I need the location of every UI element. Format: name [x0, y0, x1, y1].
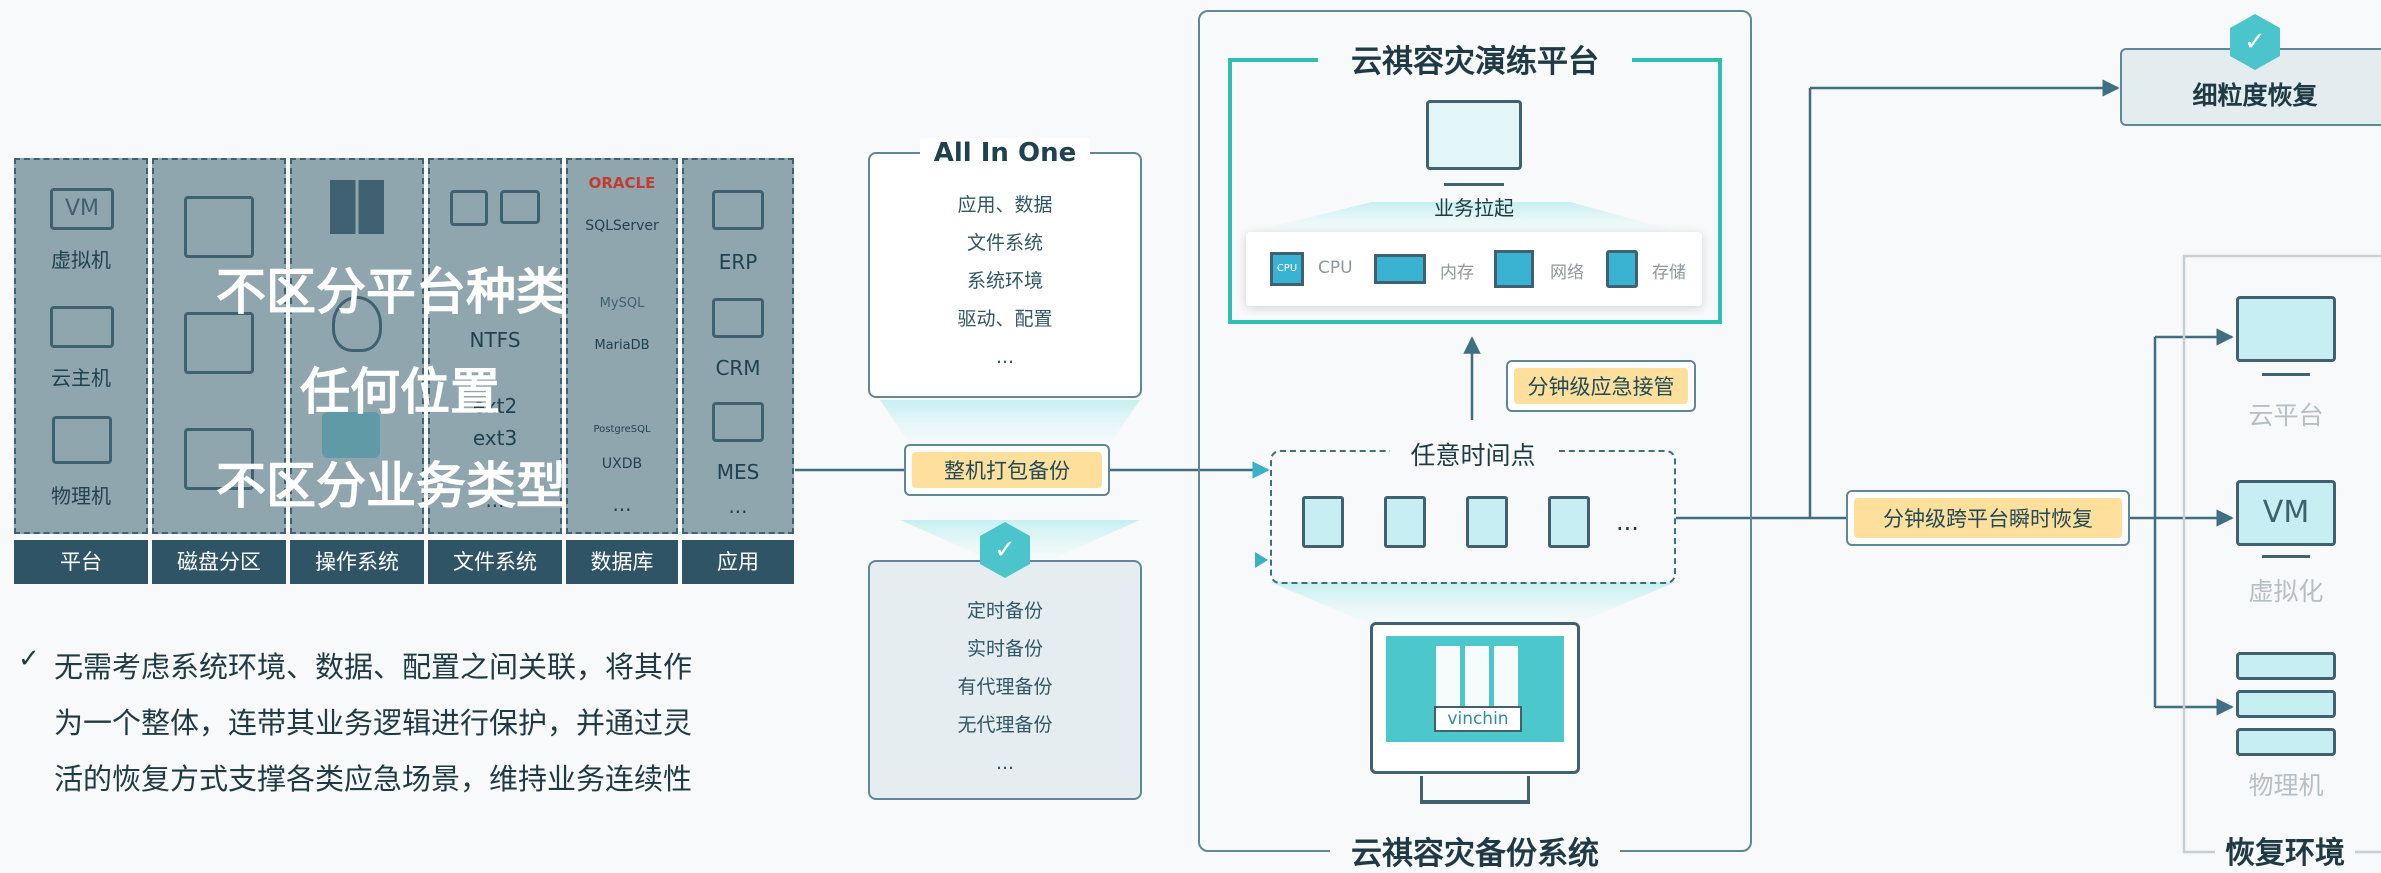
- column-db: [566, 158, 678, 534]
- server-icon: [52, 416, 112, 464]
- snapshot-icon: [1548, 496, 1590, 548]
- db-postgresql: PostgreSQL: [593, 424, 651, 435]
- monitor-icon: [712, 190, 764, 230]
- footer-disk: 磁盘分区: [152, 540, 286, 584]
- description-line-2: 为一个整体，连带其业务逻辑进行保护，并通过灵: [54, 706, 693, 740]
- vm-icon: VM: [50, 188, 114, 230]
- restore-target-physical: 物理机: [2248, 771, 2324, 800]
- overlay-line-2: 任何位置: [300, 363, 500, 421]
- fs-ntfs: NTFS: [469, 328, 521, 352]
- cloud-platform-icon: [2236, 296, 2336, 362]
- image-icon: [500, 190, 540, 224]
- db-sqlserver: SQLServer: [585, 218, 659, 234]
- footer-os: 操作系统: [290, 540, 424, 584]
- server-icon: [2236, 652, 2336, 680]
- monitor-icon: [712, 402, 764, 442]
- backup-modes-box: 定时备份 实时备份 有代理备份 无代理备份 ...: [868, 560, 1142, 800]
- resource-network: 网络: [1550, 263, 1584, 283]
- fine-restore-label: 细粒度恢复: [2192, 81, 2318, 110]
- windows-icon: [330, 180, 384, 234]
- backup-mode-item: ...: [995, 752, 1015, 774]
- restore-target-cloud: 云平台: [2248, 401, 2324, 430]
- virtualization-icon: VM: [2236, 480, 2336, 546]
- db-mysql: MySQL: [599, 296, 645, 311]
- monitor-icon: [1426, 100, 1522, 170]
- db-mariadb: MariaDB: [594, 338, 650, 353]
- vinchin-logo: vinchin: [1434, 706, 1522, 732]
- all-in-one-item: 驱动、配置: [957, 308, 1053, 330]
- restore-target-virtualization: 虚拟化: [2248, 577, 2324, 606]
- cloud-host-icon: [50, 306, 114, 348]
- description-line-1: 无需考虑系统环境、数据、配置之间关联，将其作: [54, 650, 693, 684]
- overlay-line-1: 不区分平台种类: [216, 263, 566, 321]
- footer-platform: 平台: [14, 540, 148, 584]
- memory-icon: [1374, 254, 1426, 284]
- snapshot-icon: [1302, 496, 1344, 548]
- all-in-one-title: All In One: [920, 138, 1090, 168]
- network-icon: [1494, 250, 1534, 288]
- disk-icon: [184, 196, 254, 258]
- system-icon: [322, 412, 380, 458]
- footer-db: 数据库: [566, 540, 678, 584]
- server-icon: [2236, 728, 2336, 756]
- business-start-label: 业务拉起: [1434, 196, 1514, 220]
- monitor-stand: [2262, 548, 2310, 558]
- drill-platform-title: 云祺容灾演练平台: [1318, 36, 1632, 81]
- cpu-icon: CPU: [1270, 252, 1304, 286]
- all-in-one-box: 应用、数据 文件系统 系统环境 驱动、配置 ...: [868, 152, 1142, 398]
- db-more: ...: [612, 492, 632, 516]
- db-oracle: ORACLE: [588, 174, 656, 192]
- label-cloud-host: 云主机: [51, 366, 111, 390]
- anytime-title: 任意时间点: [1390, 436, 1556, 472]
- restore-env-title: 恢复环境: [2225, 836, 2345, 871]
- column-disk: [152, 158, 286, 534]
- monitor-stand: [2262, 364, 2310, 376]
- server-icon: [2236, 690, 2336, 718]
- backup-mode-item: 定时备份: [966, 600, 1043, 622]
- column-app: [682, 158, 794, 534]
- snapshot-icon: [1466, 496, 1508, 548]
- storage-icon: [1606, 250, 1638, 288]
- backup-mode-item: 无代理备份: [957, 714, 1053, 736]
- monitor-stand: [1444, 172, 1504, 186]
- resource-memory: 内存: [1440, 263, 1474, 283]
- all-in-one-item: ...: [995, 346, 1015, 368]
- app-more: ...: [728, 494, 748, 518]
- linux-icon: [332, 296, 382, 352]
- resource-storage: 存储: [1652, 263, 1686, 283]
- all-in-one-item: 文件系统: [966, 232, 1043, 254]
- footer-fs: 文件系统: [428, 540, 562, 584]
- check-icon: ✓: [18, 644, 40, 674]
- fs-more: ...: [485, 488, 505, 512]
- overlay-line-3: 不区分业务类型: [216, 457, 566, 515]
- all-in-one-item: 系统环境: [966, 270, 1043, 292]
- app-grid-icon: [1436, 646, 1518, 714]
- app-crm: CRM: [715, 356, 761, 380]
- cross-platform-restore-tag: 分钟级跨平台瞬时恢复: [1846, 490, 2130, 546]
- footer-app: 应用: [682, 540, 794, 584]
- label-vm: 虚拟机: [51, 248, 111, 272]
- resource-cpu: CPU: [1318, 258, 1353, 278]
- description-line-3: 活的恢复方式支撑各类应急场景，维持业务连续性: [54, 762, 693, 796]
- files-icon: [450, 190, 488, 226]
- snapshot-icon: [1384, 496, 1426, 548]
- app-erp: ERP: [718, 250, 758, 274]
- fs-ext3: ext3: [472, 426, 518, 450]
- all-in-one-item: 应用、数据: [957, 194, 1053, 216]
- disk-icon: [184, 312, 254, 374]
- backup-mode-item: 实时备份: [966, 638, 1043, 660]
- label-physical: 物理机: [51, 484, 111, 508]
- anytime-more: ...: [1616, 508, 1639, 536]
- fs-ext2: ext2: [472, 394, 518, 418]
- monitor-stand: [1420, 776, 1530, 804]
- monitor-icon: [712, 298, 764, 338]
- full-machine-backup-tag: 整机打包备份: [904, 444, 1110, 496]
- backup-mode-item: 有代理备份: [957, 676, 1053, 698]
- emergency-takeover-tag: 分钟级应急接管: [1506, 360, 1696, 412]
- app-mes: MES: [716, 460, 760, 484]
- backup-system-title: 云祺容灾备份系统: [1330, 828, 1620, 873]
- db-uxdb: UXDB: [601, 456, 643, 472]
- disk-icon: [184, 428, 254, 490]
